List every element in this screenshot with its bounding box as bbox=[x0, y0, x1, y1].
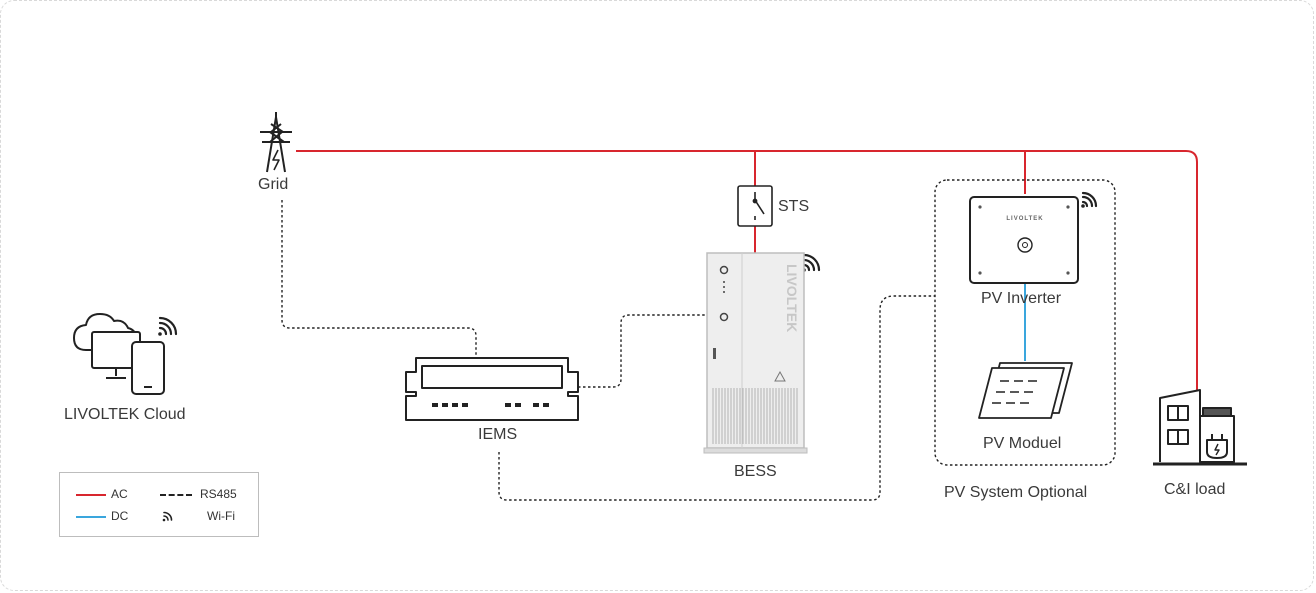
sts-label: STS bbox=[778, 198, 810, 215]
inverter-brand-label: LIVOLTEK bbox=[1006, 216, 1044, 222]
cloud-devices-icon bbox=[73, 313, 165, 395]
pv-group-border bbox=[934, 179, 1116, 466]
server-icon bbox=[405, 357, 579, 421]
cabinet-icon bbox=[703, 252, 808, 454]
building-icon bbox=[1153, 389, 1247, 466]
pv-group-label: PV System Optional bbox=[944, 484, 1088, 501]
solar-panel-icon bbox=[978, 362, 1073, 419]
cloud-label: LIVOLTEK Cloud bbox=[64, 406, 186, 423]
switch-icon bbox=[737, 185, 773, 227]
grid-label: Grid bbox=[258, 176, 289, 193]
rs485-grid-iems bbox=[281, 200, 477, 358]
legend-wifi-label: Wi-Fi bbox=[207, 509, 235, 523]
bess-label: BESS bbox=[734, 463, 777, 480]
cabinet-vent bbox=[712, 388, 798, 444]
iems-label: IEMS bbox=[478, 426, 518, 443]
bess-brand-label: LIVOLTEK bbox=[784, 264, 800, 333]
pv-inverter-label: PV Inverter bbox=[981, 290, 1062, 307]
load-label: C&I load bbox=[1164, 481, 1226, 498]
legend-ac-swatch bbox=[76, 494, 106, 496]
legend-ac-label: AC bbox=[111, 487, 128, 501]
inverter-icon bbox=[969, 196, 1079, 284]
legend-dc-label: DC bbox=[111, 509, 129, 523]
rs485-iems-bess bbox=[578, 314, 707, 388]
legend: AC DC RS485 Wi-Fi bbox=[59, 472, 259, 537]
wifi-icon bbox=[158, 191, 1098, 336]
tower-icon bbox=[260, 112, 292, 173]
ac-lines bbox=[296, 150, 1198, 398]
rs485-lines bbox=[281, 179, 1116, 501]
rs485-iems-pv bbox=[498, 295, 935, 501]
ac-main-bus bbox=[296, 150, 1198, 398]
legend-wifi-icon bbox=[162, 511, 173, 522]
legend-rs485-label: RS485 bbox=[200, 487, 237, 501]
legend-rs485-swatch bbox=[160, 494, 192, 496]
legend-dc-swatch bbox=[76, 516, 106, 518]
pv-module-label: PV Moduel bbox=[983, 435, 1062, 452]
